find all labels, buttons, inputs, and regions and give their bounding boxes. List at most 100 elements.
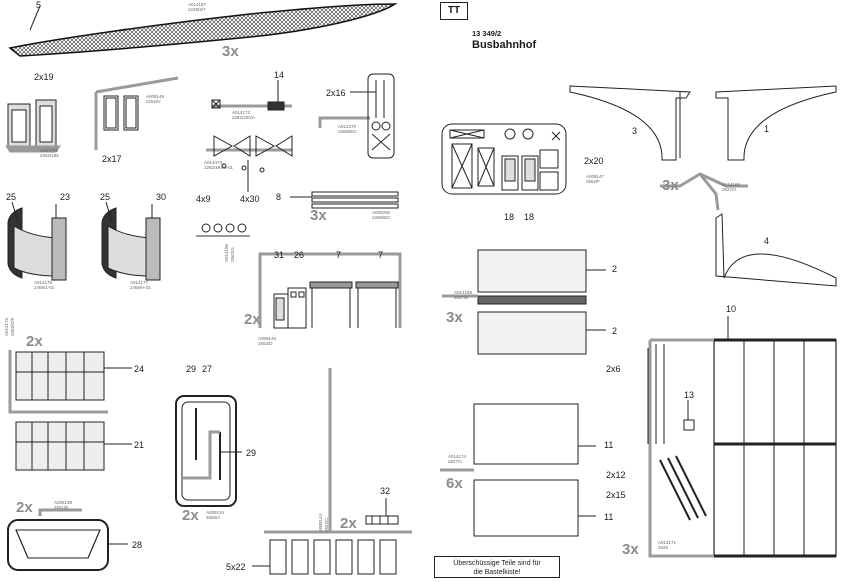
sprue-code: A009149 [146, 94, 165, 99]
sprue-code: A014169 [454, 290, 473, 295]
sprue-code: A014178 [34, 280, 53, 285]
sprue-code: A009147 [586, 174, 605, 179]
sprue-code: 2262/200/A [232, 115, 256, 120]
sprue-code: A009134 [206, 510, 225, 515]
part-label: 18 [524, 212, 535, 222]
sprue-code: A007792 [40, 148, 59, 153]
part-22-windows [252, 368, 412, 575]
sprue-code: A009144 [318, 513, 323, 532]
note-line-2: die Bastelkiste! [473, 569, 521, 576]
sprue-code: 2627/C [448, 459, 463, 464]
part-label: 5x22 [226, 562, 246, 572]
part-label: 11 [604, 440, 614, 450]
sprue-code: A014186 [224, 243, 229, 262]
sprue-code: 2262/195 [40, 153, 59, 158]
part-label: 5 [36, 0, 42, 10]
sprue-code: 2551/B [54, 505, 69, 510]
roof-part-5 [8, 3, 398, 57]
part-label: 21 [134, 440, 145, 450]
part-17-windows [94, 76, 179, 150]
sprue-code: A014172 [232, 110, 251, 115]
part-label: 14 [274, 70, 285, 80]
sprue-code: A014473 [204, 160, 223, 165]
sprue-code: A009138 [54, 500, 73, 505]
part-8-strips [290, 191, 399, 209]
part-9-rings [196, 223, 250, 237]
part-16-sprue [318, 73, 395, 159]
spare-parts-note: Überschüssige Teile sind für die Bastelk… [434, 556, 560, 578]
part-label: 2x16 [326, 88, 346, 98]
part-label: 2x15 [606, 490, 626, 500]
sprue-code: 2552/C [324, 517, 329, 532]
qty-panel-24: 2x [26, 333, 43, 350]
part-label: 31 [274, 250, 285, 260]
part-label: 13 [684, 390, 695, 400]
part-label: 28 [132, 540, 143, 550]
part-19-boxes [5, 99, 61, 153]
sprue-code: 2627/A [722, 187, 737, 192]
sprue-code: A014171 [658, 540, 677, 545]
qty-panel-2: 3x [446, 309, 463, 326]
sprue-code: 2285/B/C [372, 215, 391, 220]
qty-frame-28: 2x [16, 499, 33, 516]
qty-strip-8: 3x [310, 207, 327, 224]
sprue-code: A014177 [130, 280, 149, 285]
page-title: Busbahnhof [472, 39, 537, 51]
part-label: 8 [276, 192, 282, 202]
qty-window-31: 2x [244, 311, 261, 328]
part-label: 2x20 [584, 156, 604, 166]
part-11-panels [440, 403, 596, 537]
set-number: 13 349/2 [472, 29, 502, 38]
part-label: 2 [612, 326, 618, 336]
part-32-strip [365, 498, 399, 525]
part-label: 4 [764, 236, 770, 246]
qty-roof: 3x [222, 43, 239, 60]
qty-panel-11: 6x [446, 475, 463, 492]
part-14-sprue [211, 80, 292, 111]
part-label: 24 [134, 364, 145, 374]
part-label: 26 [294, 250, 305, 260]
sprue-code: 2248/3/7 [188, 7, 206, 12]
tt-scale-badge: TT [440, 2, 468, 20]
part-label: 23 [60, 192, 71, 202]
part-label: 4x30 [240, 194, 260, 204]
part-label: 3 [632, 126, 638, 136]
part-label: 7 [336, 250, 342, 260]
qty-fence-10: 3x [622, 541, 639, 558]
note-line-1: Überschüssige Teile sind für [453, 560, 541, 567]
part-18-20-sprue [441, 123, 567, 195]
part-23-25-curved-wall [7, 201, 67, 281]
sprue-code: 2550/A [206, 515, 221, 520]
part-label: 2x19 [34, 72, 54, 82]
sprue-code: 2627/B [454, 295, 469, 300]
part-label: 27 [202, 364, 213, 374]
part-10-fence [647, 316, 837, 558]
sprue-code: A009145 [258, 336, 277, 341]
part-label: 10 [726, 304, 737, 314]
part-label: 2x17 [102, 154, 122, 164]
part-label: 32 [380, 486, 391, 496]
part-label: 2x6 [606, 364, 621, 374]
part-2-panels [442, 249, 606, 355]
qty-part-32: 2x [340, 515, 357, 532]
part-label: 18 [504, 212, 515, 222]
part-label: 25 [6, 192, 17, 202]
part-label: 2 [612, 264, 618, 274]
part-label: 4x9 [196, 194, 211, 204]
sprue-code: 2552/F [586, 179, 601, 184]
part-label: 11 [604, 512, 614, 522]
sprue-code: 2252/H [146, 99, 161, 104]
part-28-tray [7, 508, 128, 571]
sprue-code: 2262/197/6-01 [204, 165, 234, 170]
part-30-sprue [206, 135, 293, 192]
bracket-parts [569, 85, 837, 287]
sprue-code: 2552/D [258, 341, 273, 346]
part-31-26-7-group [258, 252, 402, 329]
sprue-code: A014168 [722, 182, 741, 187]
part-label: 30 [156, 192, 167, 202]
sprue-code: A014187 [188, 2, 207, 7]
part-label: 1 [764, 124, 770, 134]
part-label: 29 [186, 364, 197, 374]
part-label: 2x12 [606, 470, 626, 480]
